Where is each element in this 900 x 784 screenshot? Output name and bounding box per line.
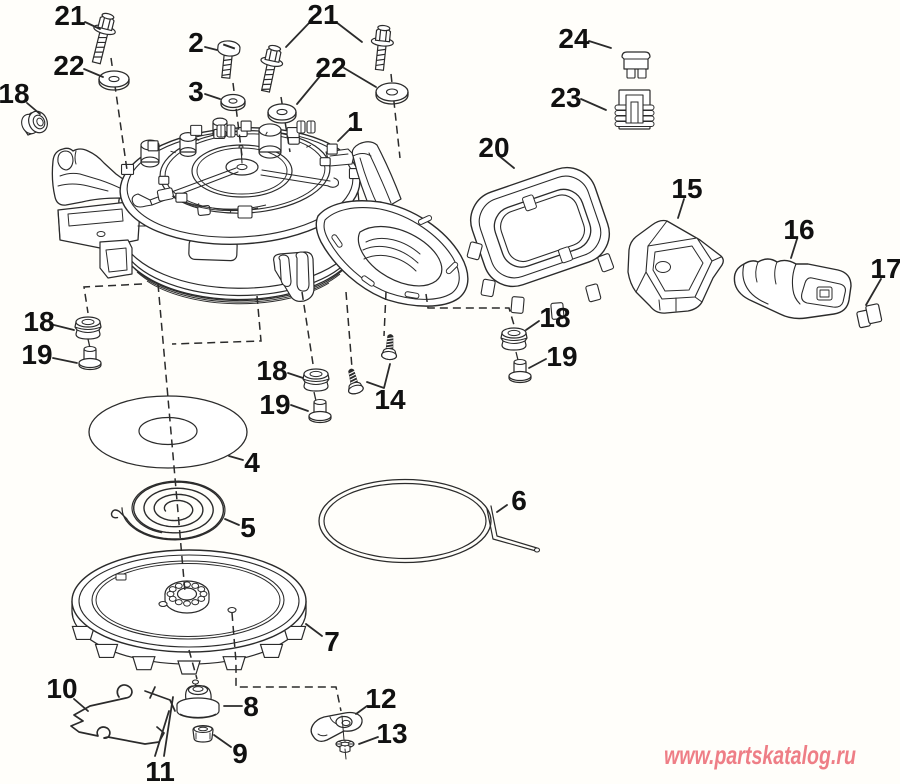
svg-text:16: 16: [783, 214, 814, 245]
svg-text:13: 13: [376, 718, 407, 749]
svg-text:20: 20: [478, 132, 509, 163]
svg-text:6: 6: [511, 485, 527, 516]
svg-text:9: 9: [232, 738, 248, 769]
svg-text:12: 12: [365, 683, 396, 714]
svg-text:2: 2: [188, 27, 204, 58]
svg-text:1: 1: [347, 106, 363, 137]
svg-text:24: 24: [558, 23, 590, 54]
svg-text:21: 21: [54, 0, 85, 31]
svg-text:18: 18: [256, 355, 287, 386]
svg-text:23: 23: [550, 82, 581, 113]
svg-text:7: 7: [324, 626, 340, 657]
svg-text:18: 18: [0, 78, 30, 109]
svg-text:19: 19: [259, 389, 290, 420]
svg-text:3: 3: [188, 76, 204, 107]
svg-text:19: 19: [21, 339, 52, 370]
svg-text:22: 22: [53, 50, 84, 81]
svg-text:4: 4: [244, 447, 260, 478]
svg-text:5: 5: [240, 512, 256, 543]
svg-text:18: 18: [23, 306, 54, 337]
svg-text:8: 8: [243, 691, 259, 722]
svg-text:11: 11: [145, 756, 175, 784]
svg-text:22: 22: [315, 52, 346, 83]
svg-text:15: 15: [671, 173, 702, 204]
svg-text:19: 19: [546, 341, 577, 372]
svg-text:18: 18: [539, 302, 570, 333]
svg-text:17: 17: [870, 253, 900, 284]
svg-text:10: 10: [46, 673, 77, 704]
svg-text:www.partskatalog.ru: www.partskatalog.ru: [664, 740, 856, 770]
svg-text:21: 21: [307, 0, 338, 30]
svg-text:14: 14: [374, 384, 406, 415]
